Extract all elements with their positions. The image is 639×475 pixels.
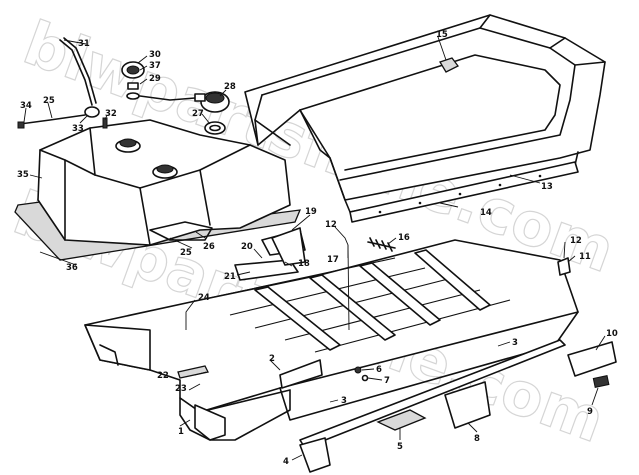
callout-23: 23 [175, 384, 187, 394]
reflector-9 [592, 375, 610, 388]
callout-12-right: 12 [570, 236, 582, 246]
callout-3-right: 3 [512, 338, 518, 348]
seat-assembly [244, 14, 606, 223]
callouts: 31 30 37 29 28 27 34 25 33 32 35 36 25 2… [17, 30, 618, 467]
chassis-assembly [84, 227, 617, 473]
callout-1: 1 [178, 427, 184, 437]
callout-31: 31 [78, 39, 90, 49]
callout-16: 16 [398, 233, 410, 243]
callout-10: 10 [606, 329, 618, 339]
callout-8: 8 [474, 434, 480, 444]
callout-32: 32 [105, 109, 117, 119]
fuel-tank-assembly [14, 37, 302, 261]
callout-14: 14 [480, 208, 492, 218]
bracket-8 [444, 381, 491, 429]
pad-5 [376, 409, 427, 431]
leader-lines [23, 36, 606, 461]
callout-30: 30 [149, 50, 161, 60]
callout-33: 33 [72, 124, 84, 134]
callout-24: 24 [198, 293, 210, 303]
callout-11: 11 [579, 252, 591, 262]
callout-21: 21 [224, 272, 236, 282]
reflector-10 [567, 341, 617, 377]
callout-17: 17 [327, 255, 339, 265]
callout-20: 20 [241, 242, 253, 252]
callout-19: 19 [305, 207, 317, 217]
callout-13: 13 [541, 182, 553, 192]
seat-latch-15 [439, 57, 459, 73]
callout-25-lower: 25 [180, 248, 192, 258]
callout-37: 37 [149, 61, 161, 71]
callout-18: 18 [298, 259, 310, 269]
callout-2: 2 [269, 354, 275, 364]
callout-3-mid: 3 [341, 396, 347, 406]
bracket-4 [299, 437, 331, 473]
callout-26: 26 [203, 242, 215, 252]
callout-9: 9 [587, 407, 593, 417]
callout-27: 27 [192, 109, 204, 119]
callout-22: 22 [157, 371, 169, 381]
callout-7: 7 [384, 376, 390, 386]
callout-36: 36 [66, 263, 78, 273]
callout-15: 15 [436, 30, 448, 40]
seat-strip-holes [378, 174, 542, 214]
callout-35: 35 [17, 170, 29, 180]
callout-29: 29 [149, 74, 161, 84]
callout-28: 28 [224, 82, 236, 92]
callout-5: 5 [397, 442, 403, 452]
callout-6: 6 [376, 365, 382, 375]
callout-12-center: 12 [325, 220, 337, 230]
callout-25-upper: 25 [43, 96, 55, 106]
callout-4: 4 [283, 457, 289, 467]
callout-34: 34 [20, 101, 32, 111]
